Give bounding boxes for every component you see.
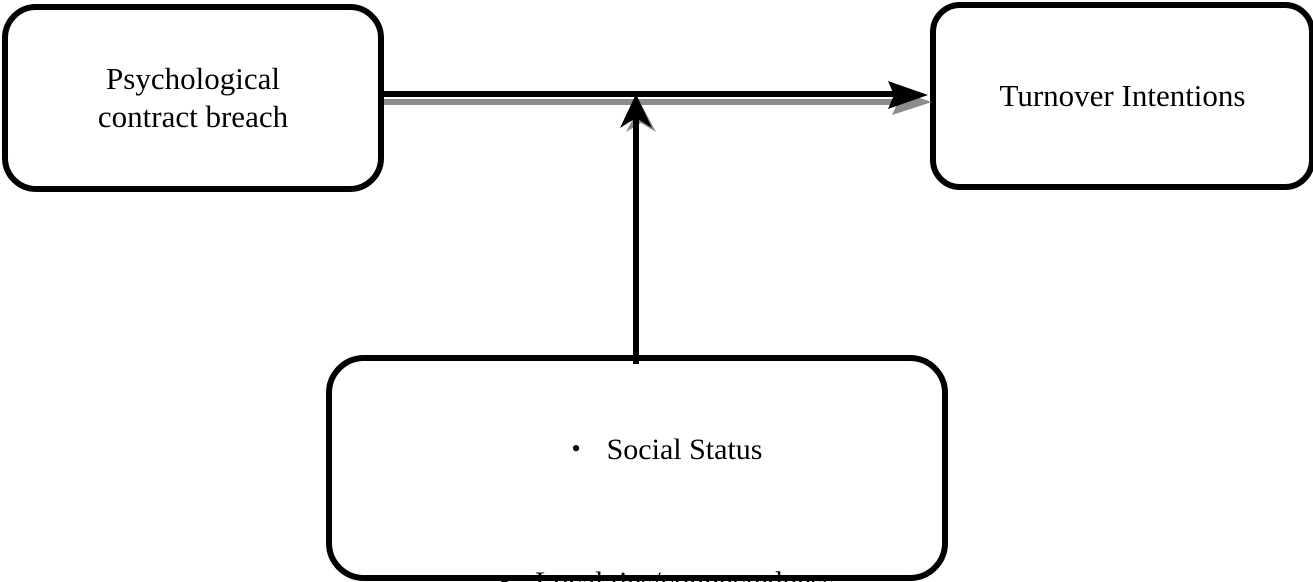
node-label-antecedent: Psychological contract breach (97, 61, 289, 134)
arrow-body (380, 81, 928, 109)
node-turnover-intentions[interactable]: Turnover Intentions (930, 2, 1313, 190)
list-item: • Local ties/connectedness (332, 516, 942, 582)
node-psychological-contract-breach[interactable]: Psychological contract breach (2, 4, 384, 192)
moderator-item-list: • Social Status • Local ties/connectedness… (332, 361, 942, 582)
node-moderators[interactable]: • Social Status • Local ties/connectedness… (326, 355, 948, 582)
moderator-item-text: Social Status (606, 433, 763, 466)
bullet-icon: • (571, 434, 581, 463)
moderator-item-text: Local ties/connectedness (535, 566, 834, 582)
arrow-body (620, 94, 652, 364)
arrow-moderator-to-path (620, 94, 656, 364)
node-label-outcome: Turnover Intentions (999, 78, 1246, 114)
list-item: • Social Status (332, 383, 942, 516)
bullet-icon: • (499, 567, 510, 582)
arrow-breach-to-turnover (380, 81, 932, 115)
